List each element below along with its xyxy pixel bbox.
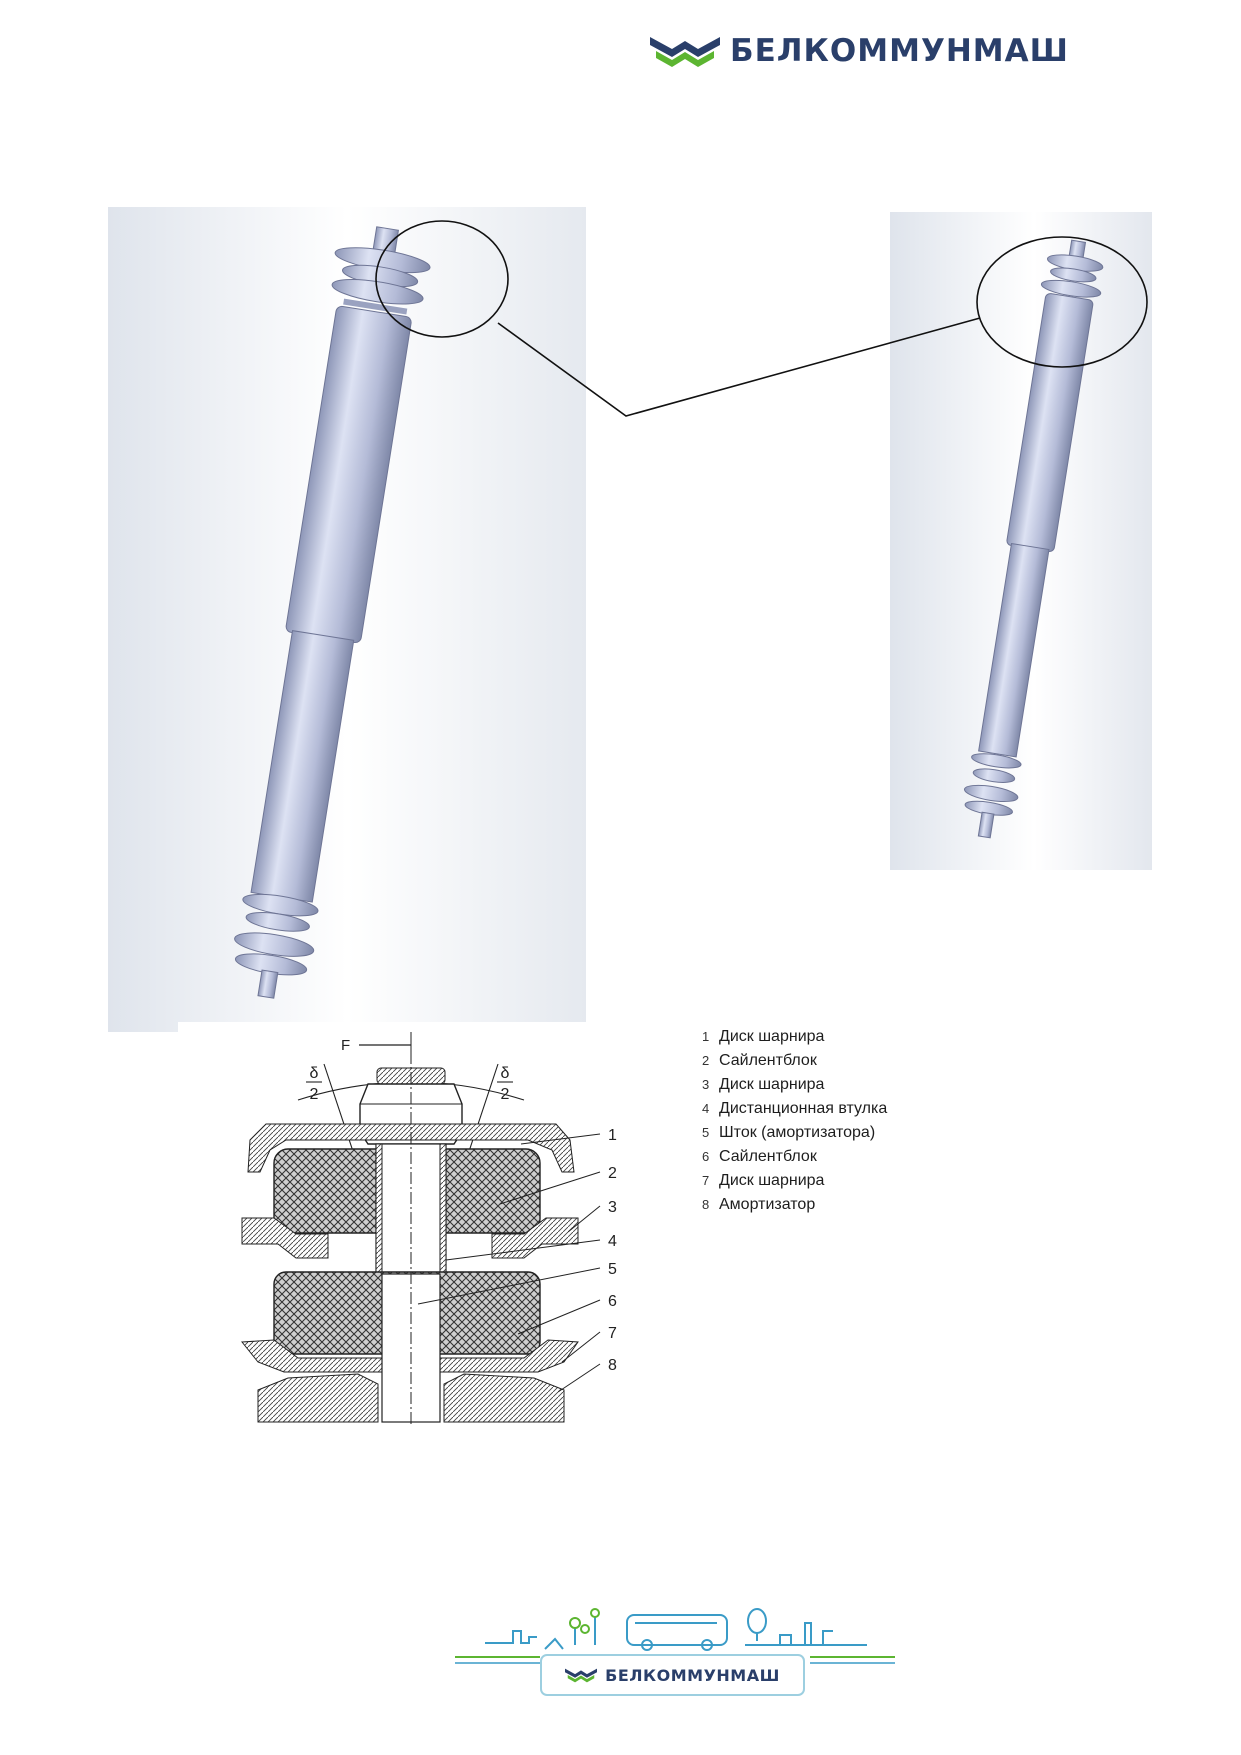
callout-7: 7 <box>608 1325 617 1342</box>
force-label: F <box>341 1037 350 1054</box>
detail-circle <box>976 236 1148 368</box>
callout-3: 3 <box>608 1199 617 1216</box>
callout-2: 2 <box>608 1165 617 1182</box>
footer-brand-name: БЕЛКОММУНМАШ <box>605 1665 780 1685</box>
angle-label-left: δ 2 <box>306 1065 322 1103</box>
callout-4: 4 <box>608 1233 617 1250</box>
brand-name: БЕЛКОММУНМАШ <box>730 33 1069 69</box>
svg-text:2: 2 <box>310 1086 319 1103</box>
callout-6: 6 <box>608 1293 617 1310</box>
footer-brand: БЕЛКОММУНМАШ <box>540 1654 805 1696</box>
shock-absorber-render-large <box>108 207 586 1032</box>
svg-text:δ: δ <box>501 1065 510 1082</box>
chevron-logo-icon <box>650 37 720 67</box>
city-bus-skyline-icon <box>455 1608 895 1664</box>
chevron-logo-icon <box>565 1668 598 1683</box>
callout-1: 1 <box>608 1127 617 1144</box>
header-brand: БЕЛКОММУНМАШ <box>650 28 1070 74</box>
joint-section-drawing: F δ 2 δ 2 1 2 3 4 5 6 <box>178 1022 668 1430</box>
svg-text:δ: δ <box>310 1065 319 1082</box>
callout-5: 5 <box>608 1261 617 1278</box>
shock-absorber-render-small <box>890 212 1152 870</box>
callout-numbers: 1 2 3 4 5 6 7 8 <box>417 1127 617 1393</box>
detail-circle <box>375 220 509 338</box>
callout-8: 8 <box>608 1357 617 1374</box>
